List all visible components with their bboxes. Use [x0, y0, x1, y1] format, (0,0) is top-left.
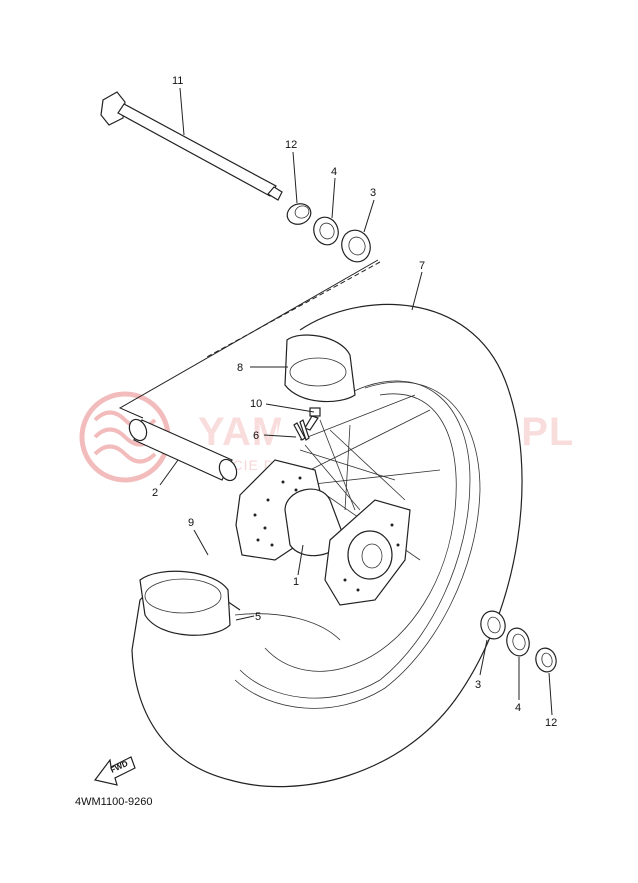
callout-labels: 11 12 4 3 7 8 10 6 2 9 1 5 3 4 12 [152, 75, 557, 729]
callout-9: 9 [188, 517, 194, 529]
diagram-code: 4WM1100-9260 [75, 796, 152, 808]
callout-7: 7 [419, 260, 425, 272]
callout-4-bottom: 4 [515, 702, 521, 714]
assembly-guide-lines [118, 259, 381, 419]
rim-band-8 [284, 334, 356, 403]
callout-5: 5 [255, 611, 261, 623]
callout-1: 1 [293, 576, 299, 588]
oil-seal-4-bottom [506, 627, 530, 657]
callout-8: 8 [237, 362, 243, 374]
callout-2: 2 [152, 487, 158, 499]
callout-3-bottom: 3 [475, 679, 481, 691]
callout-12-top: 12 [285, 139, 297, 151]
fwd-arrow-icon: FWD [93, 756, 136, 786]
callout-10: 10 [250, 398, 262, 410]
rim-band-5 [234, 613, 341, 641]
collar-12-bottom [535, 647, 557, 673]
tire-valve-10 [304, 407, 321, 431]
bearing-3-bottom [480, 610, 506, 640]
callout-12-bottom: 12 [545, 717, 557, 729]
oil-seal-4-top [313, 216, 339, 246]
callout-11: 11 [172, 75, 183, 87]
collar-2 [128, 418, 238, 482]
front-wheel-axle [100, 91, 283, 201]
collar-12-top [286, 203, 312, 225]
bearing-3-top [341, 229, 371, 263]
hub [235, 459, 411, 606]
spoke-nipple-6 [293, 419, 310, 441]
callout-3-top: 3 [370, 187, 376, 199]
leader-lines [159, 87, 553, 716]
tube-9 [139, 570, 231, 636]
callout-4-top: 4 [331, 166, 337, 178]
callout-6: 6 [253, 430, 259, 442]
